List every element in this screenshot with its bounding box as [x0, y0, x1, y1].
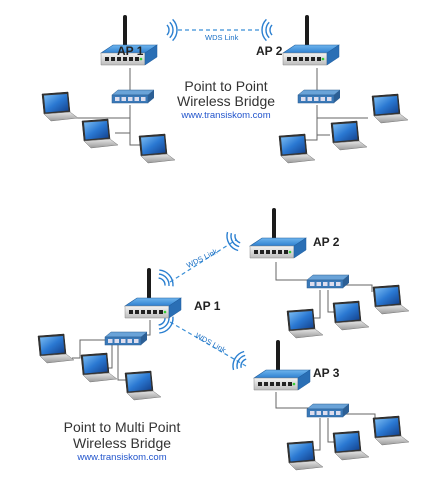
- top-laptop-5: [278, 133, 316, 164]
- top-title-line2: Wireless Bridge: [176, 93, 276, 109]
- top-switch-2: [297, 89, 341, 104]
- bottom-laptop-7: [286, 440, 324, 471]
- bottom-ap2-signal: [226, 231, 241, 252]
- top-cable-laptop1: [76, 105, 131, 119]
- bottom-ap3-label: AP 3: [313, 366, 340, 380]
- bottom-laptop-4: [286, 308, 324, 339]
- bottom-ap3-router: [253, 340, 311, 391]
- devices: [37, 15, 410, 471]
- bottom-laptop-9: [372, 415, 410, 446]
- bottom-ap1-label: AP 1: [194, 299, 221, 313]
- top-ap2-label: AP 2: [256, 44, 283, 58]
- top-laptop-4: [371, 93, 409, 124]
- top-cable-laptop4: [316, 105, 368, 119]
- wds-links: [169, 29, 262, 367]
- bottom-ap2-label: AP 2: [313, 235, 340, 249]
- top-url: www.transiskom.com: [181, 110, 271, 121]
- bottom-ap3-signal: [232, 350, 247, 371]
- top-ap1-signal: [166, 18, 178, 42]
- bottom-cable-ap3-switch: [275, 392, 310, 409]
- bottom-cable-ap2-switch: [275, 262, 310, 281]
- bottom-url: www.transiskom.com: [77, 452, 167, 463]
- bottom-laptop-1: [37, 333, 75, 364]
- top-ap1-label: AP 1: [117, 44, 144, 58]
- bottom-cable-laptop1: [72, 339, 105, 359]
- bottom-switch-ap1: [104, 331, 148, 346]
- bottom-laptop-8: [332, 430, 370, 461]
- top-laptop-1: [41, 91, 79, 122]
- top-ap2-router: [282, 15, 340, 66]
- bottom-switch-ap2: [306, 274, 350, 289]
- bottom-ap2-router: [249, 208, 307, 259]
- bottom-ap1-signal-up: [158, 269, 174, 287]
- top-laptop-6: [330, 120, 368, 151]
- bottom-title-line2: Wireless Bridge: [72, 435, 172, 451]
- bottom-laptop-2: [80, 352, 118, 383]
- bottom-laptop-5: [332, 300, 370, 331]
- top-cable-laptop2: [115, 105, 131, 134]
- bottom-laptop-3: [124, 370, 162, 401]
- bottom-switch-ap3: [306, 403, 350, 418]
- top-ap1-router: [100, 15, 158, 66]
- top-cable-laptop6: [316, 105, 330, 136]
- bottom-title-line1: Point to Multi Point: [63, 419, 181, 435]
- top-laptop-3: [138, 133, 176, 164]
- bottom-wds-link-line-2: [169, 321, 247, 367]
- top-laptop-2: [81, 118, 119, 149]
- bottom-laptop-6: [372, 284, 410, 315]
- bottom-cable-laptop9: [345, 413, 376, 422]
- bottom-ap1-router: [124, 268, 182, 319]
- top-title-line1: Point to Point: [184, 78, 268, 94]
- cables: [72, 68, 376, 451]
- top-ap2-signal: [261, 18, 273, 42]
- bottom-wds-link-line-1: [169, 239, 237, 283]
- top-wds-link-label: WDS Link: [205, 33, 239, 42]
- top-switch-1: [111, 89, 155, 104]
- bottom-cable-laptop6: [345, 284, 373, 292]
